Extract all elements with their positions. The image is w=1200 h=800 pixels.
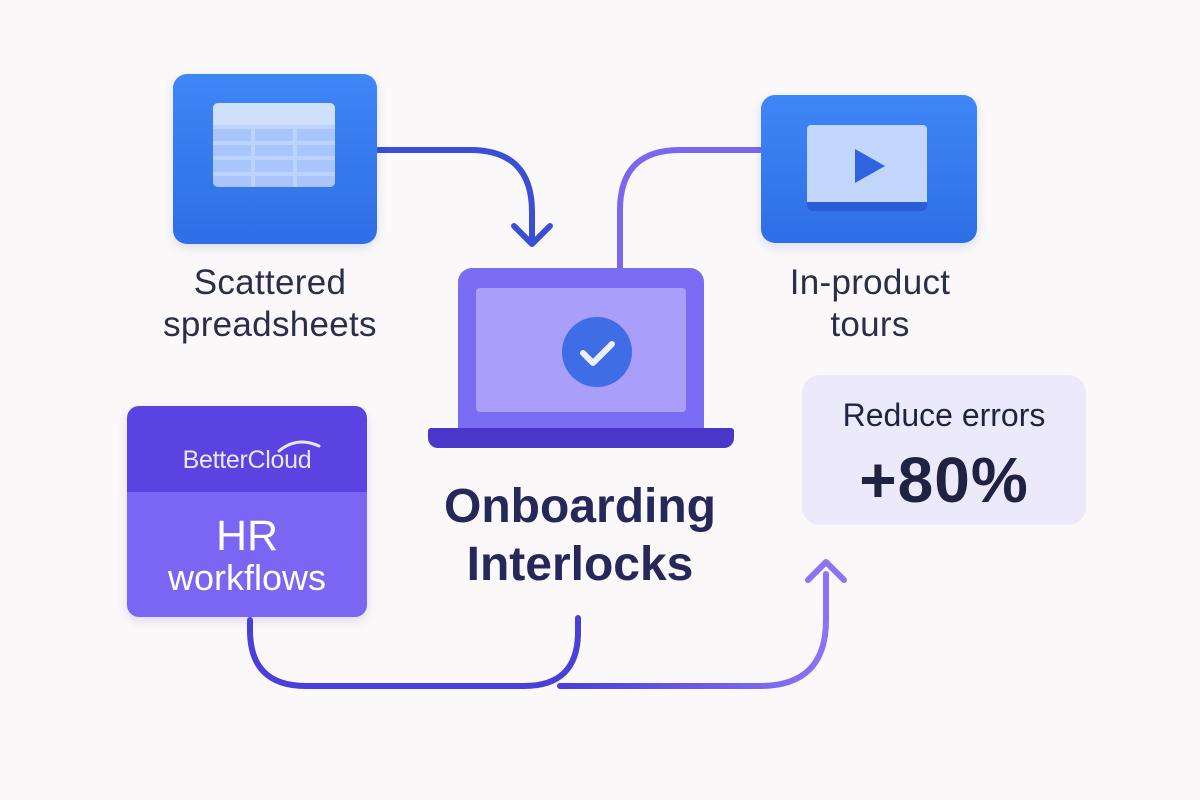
spreadsheet-icon (213, 103, 335, 187)
tours-label-line2: tours (830, 305, 910, 344)
spreadsheets-label-line1: Scattered (193, 263, 347, 302)
hr-workflows-card: BetterCloud HR workflows (127, 406, 367, 617)
hub-title-line2: Interlocks (466, 538, 694, 591)
arrow-to-result (557, 571, 829, 689)
play-video-icon (807, 125, 927, 211)
laptop-screen (458, 268, 704, 428)
arrow-spreadsheets-to-hub (375, 147, 535, 243)
spreadsheets-label: Scattered spreadsheets (140, 262, 400, 346)
checkmark-icon (562, 317, 632, 387)
tours-tile (761, 95, 977, 243)
bettercloud-logo: BetterCloud (182, 446, 312, 474)
tours-label: In-product tours (740, 262, 1000, 346)
arrowhead-result (805, 559, 847, 583)
hub-title: Onboarding Interlocks (380, 478, 780, 594)
hr-line1: HR (215, 512, 279, 560)
connector-hub-to-tours (617, 147, 763, 271)
result-value: +80% (859, 444, 1029, 516)
laptop-display (476, 288, 686, 412)
hub-title-line1: Onboarding (444, 480, 716, 533)
hr-card-header: BetterCloud (127, 406, 367, 492)
laptop-base (428, 428, 734, 448)
cloud-arc-icon (277, 440, 321, 453)
hr-card-body: HR workflows (127, 492, 367, 617)
spreadsheets-tile (173, 74, 377, 244)
result-label: Reduce errors (842, 397, 1046, 433)
spreadsheets-label-line2: spreadsheets (163, 305, 377, 344)
video-progress-bar (807, 202, 927, 211)
play-triangle (855, 149, 885, 183)
tours-label-line1: In-product (789, 263, 951, 302)
result-card: Reduce errors +80% (802, 375, 1086, 525)
connector-hr-to-hub (247, 615, 581, 689)
hr-line2: workflows (167, 557, 327, 598)
arrowhead-spreadsheets (511, 223, 553, 247)
